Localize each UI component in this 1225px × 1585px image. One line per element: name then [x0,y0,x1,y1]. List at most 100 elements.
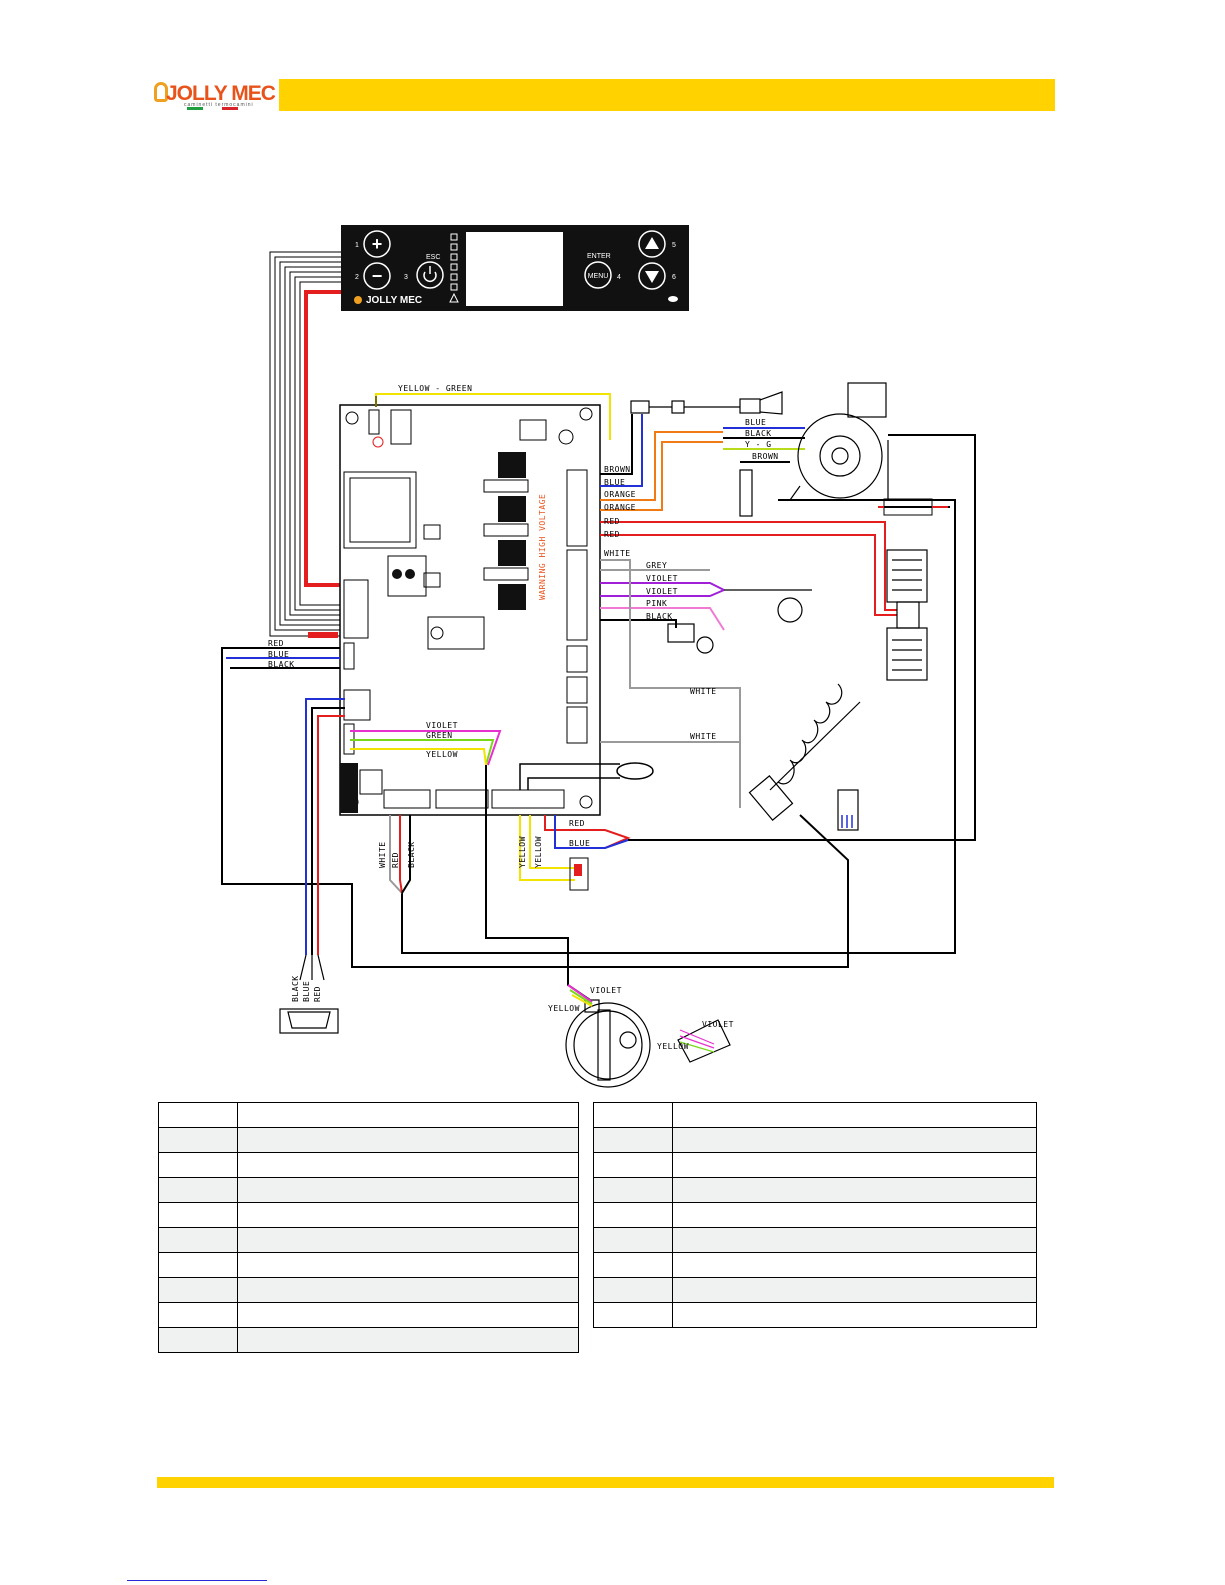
legend-row [593,1277,1037,1303]
wire-label-red-3: RED [268,639,284,648]
logo-subtext: caminetti termocamini [184,102,254,108]
menu-button-icon [584,261,612,289]
legend-row [158,1127,579,1153]
enter-label: ENTER [587,253,611,260]
encoder-disc [565,999,731,1088]
legend-code-cell [158,1102,238,1128]
legend-row [593,1177,1037,1203]
wire-label-blue-2: BLUE [745,418,766,427]
wire-label-black-2: BLACK [646,612,673,621]
serial-wires [221,647,849,968]
legend-code-cell [593,1102,673,1128]
menu-label: MENU [588,273,609,280]
legend-code-cell [593,1127,673,1153]
legend-row [158,1152,579,1178]
safety-switch [569,857,589,891]
up-button-icon [638,230,666,258]
legend-desc-cell [237,1227,579,1253]
legend-desc-cell [672,1227,1037,1253]
minus-button-icon [363,262,391,290]
legend-row [593,1202,1037,1228]
wire-label-red-6: RED [569,819,585,828]
thermocouple [519,762,654,790]
wire-label-green: GREEN [426,731,453,740]
legend-row [593,1152,1037,1178]
wire-label-pink: PINK [646,599,667,608]
legend-desc-cell [237,1127,579,1153]
wire-label-blue-4: BLUE [302,981,311,1002]
panel-status-icons [449,233,459,303]
legend-code-cell [158,1202,238,1228]
legend-row [593,1252,1037,1278]
legend-row [158,1252,579,1278]
legend-desc-cell [672,1127,1037,1153]
legend-code-cell [593,1252,673,1278]
legend-code-cell [158,1152,238,1178]
flame-icon [154,82,168,102]
serial-connector [279,954,339,1034]
wire-label-blue-1: BLUE [604,478,625,487]
wire-label-violet-5: VIOLET [702,1020,734,1029]
wire-label-orange-2: ORANGE [604,503,636,512]
wire-label-yellow-4: YELLOW [548,1004,580,1013]
legend-desc-cell [237,1302,579,1328]
wire-label-yellow-1: YELLOW [426,750,458,759]
wire-label-orange-1: ORANGE [604,490,636,499]
earth-wire [375,393,611,440]
legend-row [593,1302,1037,1328]
auger [667,597,861,831]
wire-label-violet-1: VIOLET [646,574,678,583]
wire-label-brown: BROWN [604,465,631,474]
legend-code-cell [158,1227,238,1253]
wire-label-violet-4: VIOLET [590,986,622,995]
power-button-icon [416,261,444,289]
wire-label-white-1: WHITE [604,549,631,558]
wire-label-brown-2: BROWN [752,452,779,461]
legend-desc-cell [237,1252,579,1278]
sensor-wires [600,559,812,808]
footer-link[interactable] [127,1580,267,1581]
legend-row [158,1302,579,1328]
wire-label-yellow-2: YELLOW [518,836,527,868]
legend-row [158,1202,579,1228]
legend-table-right [593,1102,1037,1328]
wire-label-white-3: WHITE [690,732,717,741]
legend-code-cell [158,1302,238,1328]
plus-button-icon [363,230,391,258]
bottom-wires [389,815,631,894]
wire-label-yellow-5: YELLOW [657,1042,689,1051]
wire-label-white-2: WHITE [690,687,717,696]
wire-label-black-1: BLACK [745,429,772,438]
legend-code-cell [593,1202,673,1228]
svg-text:−: − [372,266,383,286]
wire-label-black-3: BLACK [268,660,295,669]
room-blower [886,549,928,681]
legend-code-cell [158,1277,238,1303]
legend-row [158,1177,579,1203]
header-bar [279,79,1055,111]
btn-number-6: 6 [672,274,676,281]
legend-desc-cell [237,1202,579,1228]
legend-row [593,1102,1037,1128]
wire-label-black-5: BLACK [407,841,416,868]
legend-row [158,1327,579,1353]
main-board: WARNING HIGH VOLTAGE [339,404,601,816]
wire-label-violet-3: VIOLET [426,721,458,730]
legend-desc-cell [672,1202,1037,1228]
legend-desc-cell [237,1177,579,1203]
flag-red-stripe [222,107,238,110]
legend-desc-cell [672,1302,1037,1328]
legend-code-cell [593,1302,673,1328]
footer-bar [157,1477,1054,1488]
svg-text:+: + [372,234,383,254]
legend-code-cell [593,1177,673,1203]
legend-row [158,1102,579,1128]
blower-wires [600,521,897,616]
btn-number-3: 3 [404,274,408,281]
flag-green-stripe [187,107,203,110]
legend-code-cell [158,1252,238,1278]
btn-number-4: 4 [617,274,621,281]
legend-desc-cell [672,1277,1037,1303]
legend-desc-cell [672,1252,1037,1278]
wire-label-blue-3: BLUE [268,650,289,659]
